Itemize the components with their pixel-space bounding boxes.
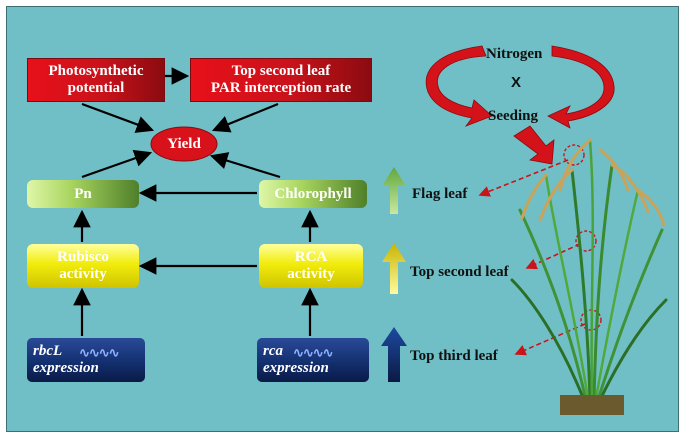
- second-leaf-arrow: [382, 243, 406, 294]
- rubisco-line2: activity: [59, 266, 107, 282]
- dna-helix-icon: ∿∿∿∿: [293, 345, 334, 360]
- rbcl-line2: expression: [33, 360, 99, 376]
- callout-second: [525, 243, 581, 270]
- chlorophyll-label: Chlorophyll: [274, 185, 352, 202]
- flag-leaf-arrow: [382, 167, 406, 214]
- par-box-line1: Top second leaf: [231, 63, 331, 79]
- flag-leaf-label: Flag leaf: [412, 186, 468, 202]
- top-third-leaf-label: Top third leaf: [410, 348, 498, 364]
- dna-helix-icon: ∿∿∿∿: [79, 345, 120, 360]
- photosynthetic-line2: potential: [67, 80, 125, 96]
- callout-third: [514, 323, 586, 356]
- cycle-arrow-right: [547, 45, 615, 129]
- arrow-photo-to-yield: [81, 102, 155, 133]
- rubisco-activity-box: Rubisco activity: [27, 244, 139, 288]
- rca-activity-box: RCA activity: [259, 244, 363, 288]
- rbcl-expression-box: rbcL expression ∿∿∿∿: [27, 338, 145, 382]
- arrow-chl-to-yield: [209, 152, 281, 179]
- top-second-leaf-par-box: Top second leaf PAR interception rate: [190, 58, 372, 102]
- top-second-leaf-label: Top second leaf: [410, 264, 509, 280]
- cycle-arrow-left: [425, 45, 493, 127]
- cycle-arrow-down: [513, 125, 555, 165]
- photosynthetic-line1: Photosynthetic: [48, 63, 144, 79]
- yield-ellipse: [150, 126, 218, 162]
- rice-plant-illustration: [510, 138, 668, 415]
- par-box-line2: PAR interception rate: [210, 80, 352, 96]
- arrow-pn-to-yield: [81, 149, 153, 179]
- marker-circle-1: [563, 144, 585, 166]
- yield-label: Yield: [167, 135, 201, 152]
- pn-box: Pn: [27, 180, 139, 208]
- rca-line1: RCA: [294, 249, 328, 265]
- seeding-label: Seeding: [488, 108, 539, 124]
- rubisco-line1: Rubisco: [57, 249, 109, 265]
- rca-line2: activity: [287, 266, 335, 282]
- chlorophyll-box: Chlorophyll: [259, 180, 367, 208]
- nitrogen-label: Nitrogen: [486, 46, 543, 62]
- rca-expr-line2: expression: [263, 360, 329, 376]
- arrow-leaf-to-yield: [211, 102, 279, 133]
- rbcl-line1: rbcL: [33, 343, 63, 359]
- rca-expr-line1: rca: [263, 343, 283, 359]
- interaction-x-label: X: [511, 74, 522, 91]
- photosynthetic-potential-box: Photosynthetic potential: [27, 58, 165, 102]
- marker-circle-2: [575, 230, 597, 252]
- rca-expression-box: rca expression ∿∿∿∿: [257, 338, 369, 382]
- third-leaf-arrow: [381, 327, 407, 382]
- pn-label: Pn: [74, 185, 92, 202]
